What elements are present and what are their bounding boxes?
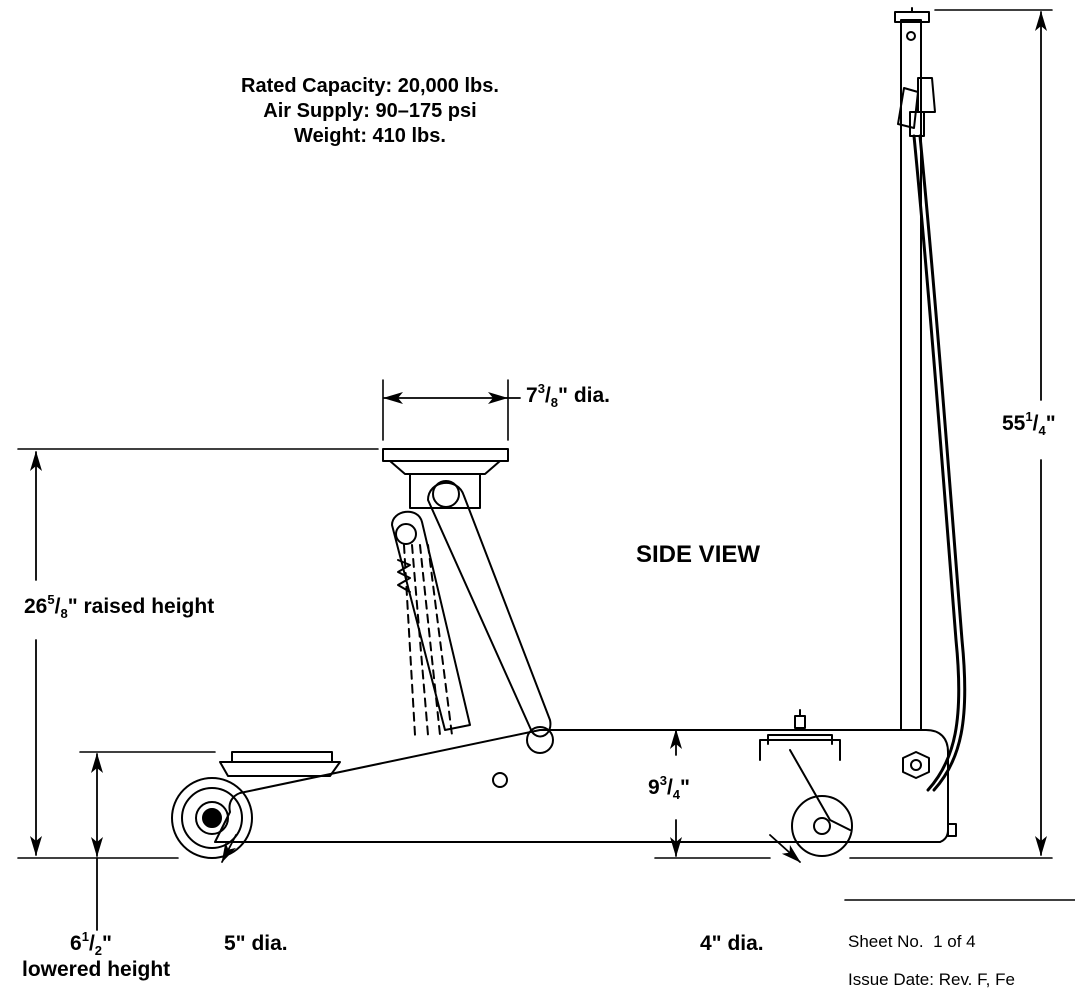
dimension-lines <box>30 11 1047 931</box>
lift-arm <box>391 480 552 738</box>
lowered-height-den: 2 <box>94 943 103 959</box>
weight: Weight: 410 lbs. <box>294 125 446 147</box>
overall-height-den: 4 <box>1038 423 1046 439</box>
saddle-dia-suffix: " dia. <box>558 384 610 407</box>
sheet-value: 1 of 4 <box>933 932 976 951</box>
caster-wheel-label: 4" dia. <box>700 932 764 955</box>
raised-height-num: 5 <box>47 591 55 607</box>
saddle-dia-whole: 7 <box>526 384 538 407</box>
saddle-dia-num: 3 <box>537 380 545 396</box>
frame-height-den: 4 <box>672 787 681 803</box>
air-supply: Air Supply: 90–175 psi <box>263 100 477 122</box>
lowered-height-suffix: " <box>102 932 112 955</box>
overall-height-num: 1 <box>1025 408 1033 424</box>
saddle-dia-den: 8 <box>550 395 559 411</box>
issue-date-label: Issue Date: Rev. F, Fe <box>848 970 1015 989</box>
spec-block: Rated Capacity: 20,000 lbs. Air Supply: … <box>190 74 550 149</box>
lowered-height-whole: 6 <box>70 932 82 955</box>
raised-height-suffix: " raised height <box>67 595 215 618</box>
lowered-height-label: 61/2" <box>70 928 112 959</box>
frame-height-suffix: " <box>680 776 690 799</box>
front-wheel <box>171 777 253 859</box>
sheet-number-label: Sheet No. 1 of 4 <box>848 932 976 952</box>
extension-lines <box>17 9 1053 859</box>
lowered-height-caption: lowered height <box>22 958 171 981</box>
handle <box>894 7 967 792</box>
front-wheel-label: 5" dia. <box>224 932 288 955</box>
frame-height-label: 93/4" <box>648 772 690 803</box>
caster-wheel <box>759 709 853 857</box>
overall-height-label: 551/4" <box>1002 408 1056 439</box>
view-label: SIDE VIEW <box>636 541 761 568</box>
raised-height-whole: 26 <box>24 595 48 618</box>
jack-frame <box>214 726 957 843</box>
raised-height-label: 265/8" raised height <box>24 591 215 622</box>
sheet-label: Sheet No. <box>848 932 924 951</box>
frame-height-whole: 9 <box>648 776 660 799</box>
saddle-dia-label: 73/8" dia. <box>526 380 610 411</box>
overall-height-suffix: " <box>1045 412 1056 435</box>
lowered-height-num: 1 <box>81 928 89 944</box>
overall-height-whole: 55 <box>1002 412 1026 435</box>
raised-height-den: 8 <box>60 606 68 622</box>
saddle <box>382 448 509 509</box>
frame-height-num: 3 <box>659 772 667 788</box>
rated-capacity: Rated Capacity: 20,000 lbs. <box>241 75 499 97</box>
